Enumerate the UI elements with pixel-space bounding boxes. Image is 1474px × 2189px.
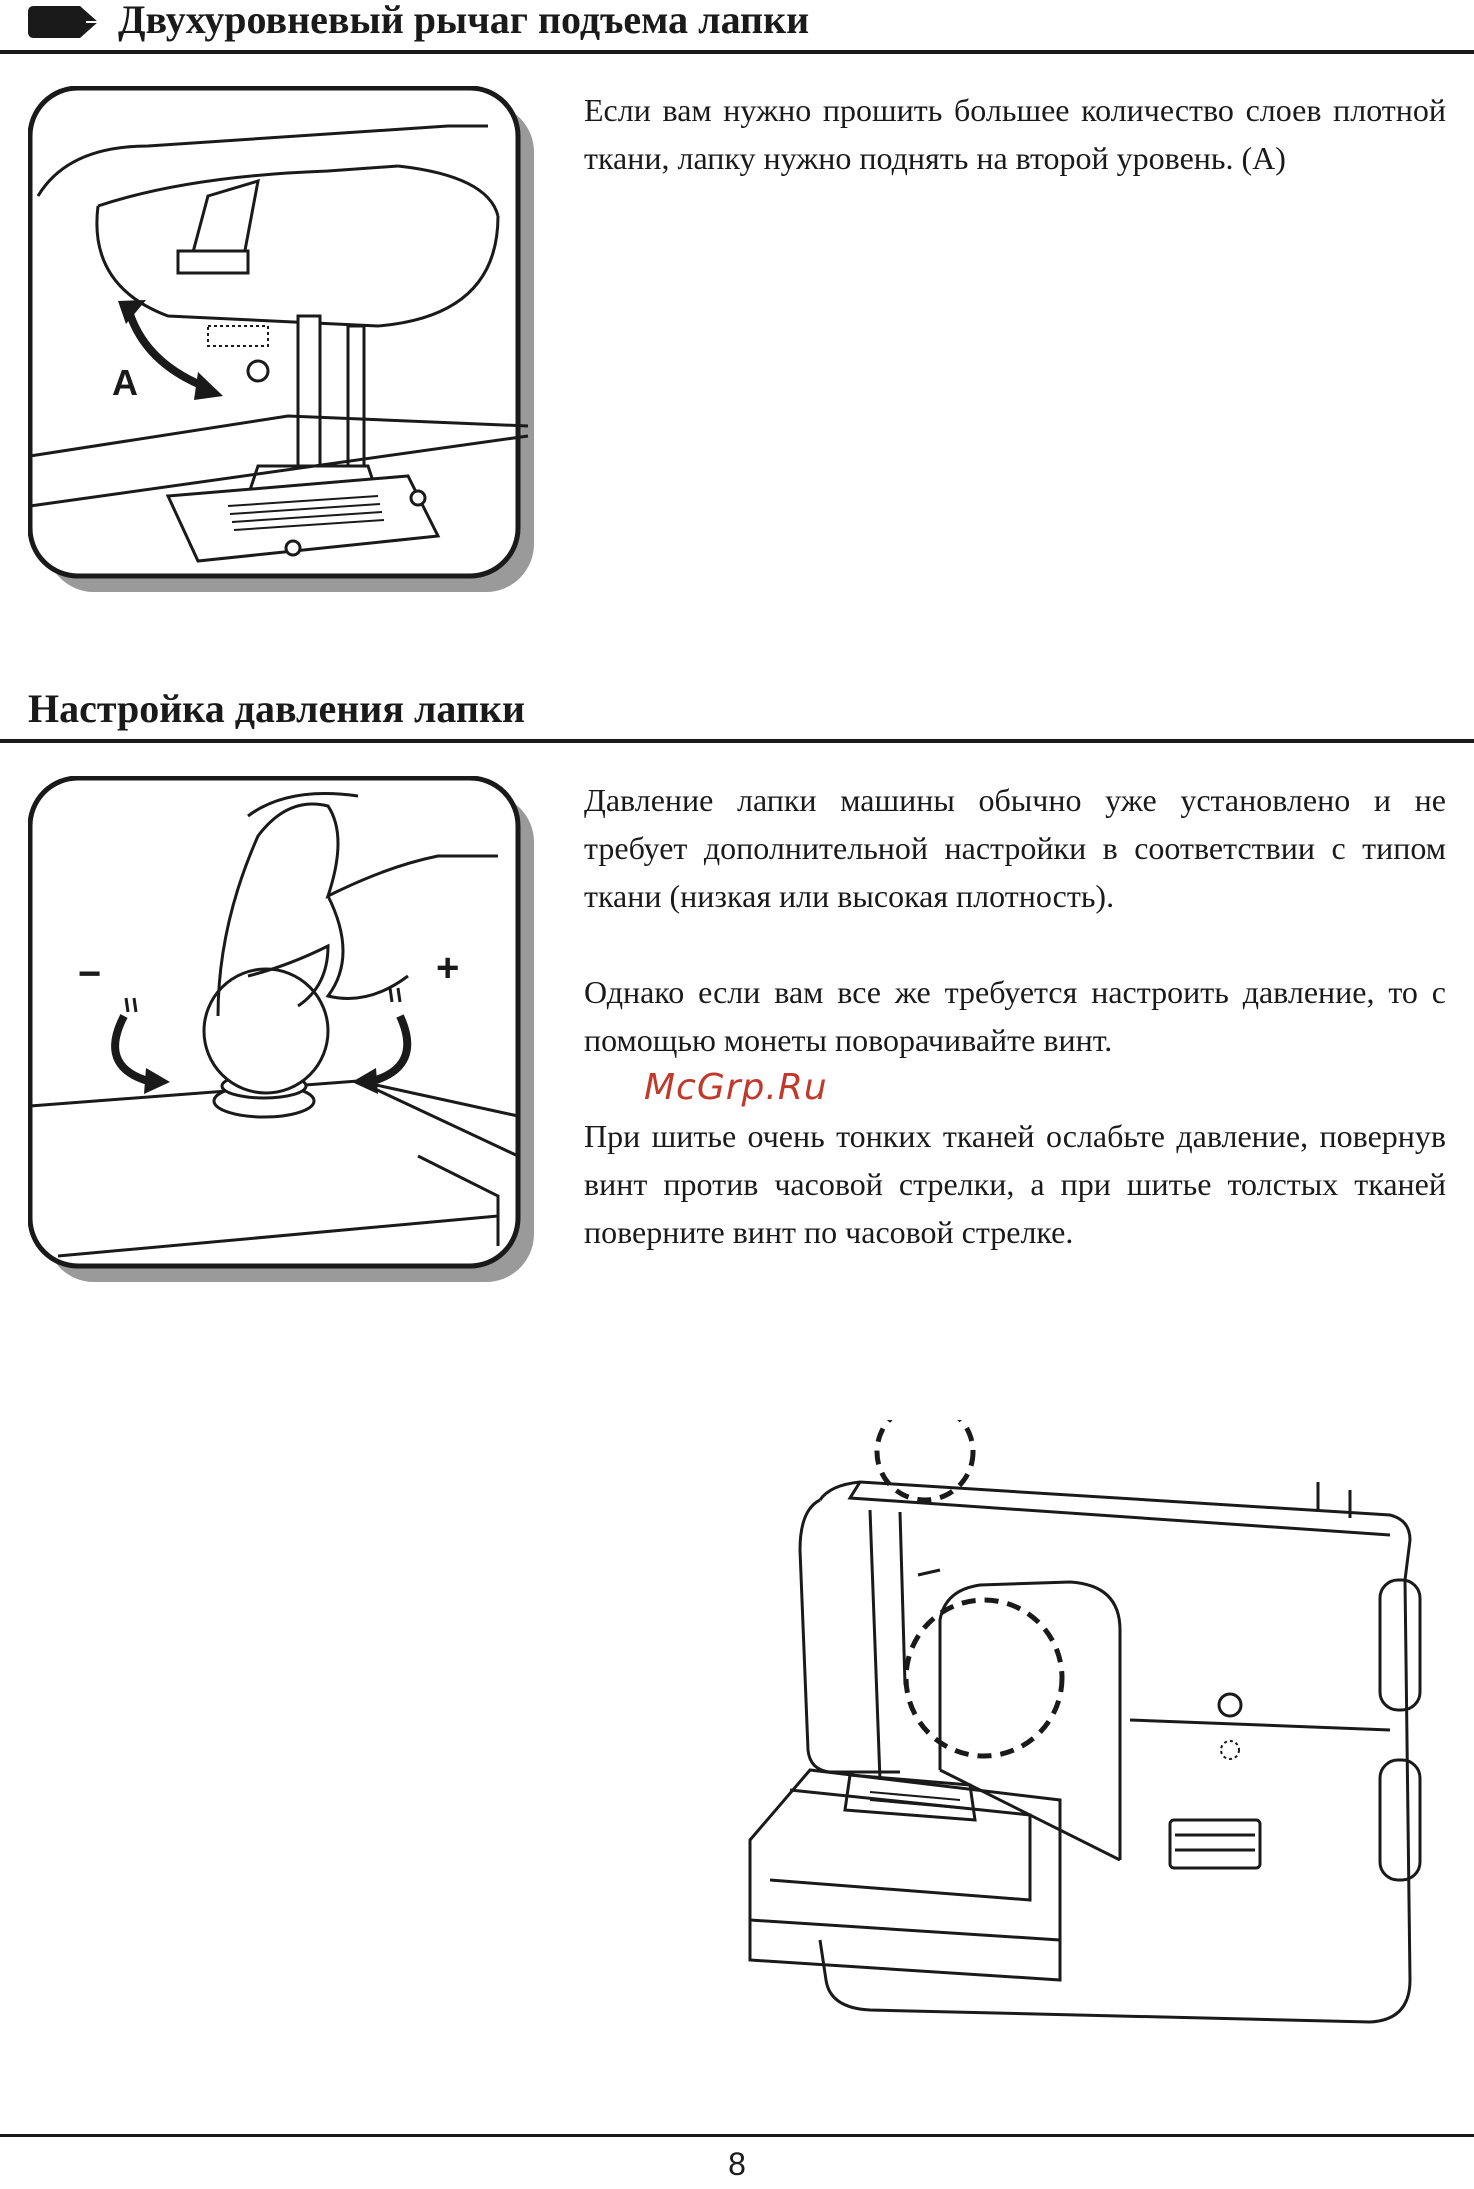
- lifter-illustration: [28, 86, 534, 592]
- section1-title: Двухуровневый рычаг подъема лапки: [118, 0, 810, 42]
- footer-rule: [0, 2134, 1474, 2137]
- section1-paragraph: Если вам нужно прошить большее количеств…: [584, 92, 1446, 176]
- section1-rule: [0, 50, 1474, 54]
- figure-label-a: A: [112, 362, 138, 403]
- section2-rule: [0, 739, 1474, 743]
- section2-paragraph-3: При шитье очень тонких тканей ослабьте д…: [584, 1118, 1446, 1250]
- figure-machine: [730, 1420, 1430, 2060]
- watermark: McGrp.Ru: [644, 1067, 828, 1108]
- figure-pressure: − +: [28, 776, 538, 1286]
- sewing-machine-illustration: [748, 1420, 1422, 2024]
- pressure-illustration: [28, 776, 534, 1282]
- figure-lifter: A: [28, 86, 538, 596]
- section2-paragraph-1: Давление лапки машины обычно уже установ…: [584, 782, 1446, 914]
- minus-label: −: [78, 952, 102, 996]
- section2-body: Давление лапки машины обычно уже установ…: [584, 776, 1446, 1256]
- section1-header: Двухуровневый рычаг подъема лапки: [28, 0, 1448, 48]
- section2-title: Настройка давления лапки: [28, 686, 526, 731]
- plus-label: +: [436, 946, 460, 990]
- page-number: 8: [728, 2146, 746, 2182]
- pencil-tab-icon: [28, 6, 98, 38]
- section1-body: Если вам нужно прошить большее количеств…: [584, 86, 1446, 182]
- section2-paragraph-2: Однако если вам все же требуется настрои…: [584, 974, 1446, 1058]
